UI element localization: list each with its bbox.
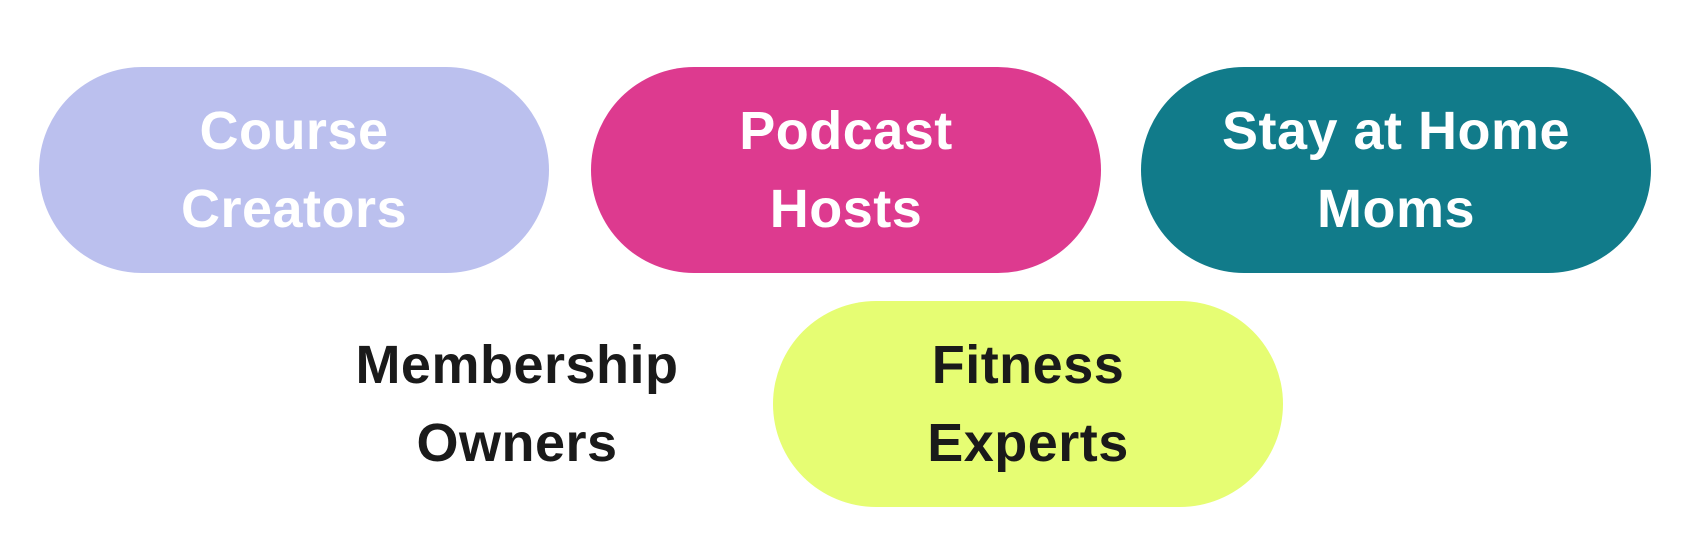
tag-label-line: Moms bbox=[1316, 179, 1475, 239]
tag-label-line: Membership bbox=[355, 335, 679, 395]
tag-label-line: Fitness bbox=[931, 335, 1125, 395]
tag-podcast-hosts: Podcast Hosts bbox=[591, 67, 1101, 273]
tag-label-line: Experts bbox=[927, 413, 1129, 473]
tag-fitness-experts: Fitness Experts bbox=[773, 301, 1283, 507]
tag-label: Stay at Home Moms bbox=[1222, 92, 1570, 248]
tag-label-line: Hosts bbox=[769, 179, 923, 239]
tag-stay-at-home-moms: Stay at Home Moms bbox=[1141, 67, 1651, 273]
tag-label-line: Creators bbox=[180, 179, 408, 239]
tag-label-line: Owners bbox=[416, 413, 618, 473]
tag-label-line: Course bbox=[199, 101, 389, 161]
tag-label: Membership Owners bbox=[355, 326, 678, 482]
tag-course-creators: Course Creators bbox=[39, 67, 549, 273]
tag-membership-owners: Membership Owners bbox=[262, 301, 772, 507]
tag-label: Course Creators bbox=[181, 92, 407, 248]
tag-label: Fitness Experts bbox=[927, 326, 1129, 482]
tag-label: Podcast Hosts bbox=[739, 92, 953, 248]
tag-label-line: Podcast bbox=[739, 101, 953, 161]
tag-label-line: Stay at Home bbox=[1221, 101, 1571, 161]
